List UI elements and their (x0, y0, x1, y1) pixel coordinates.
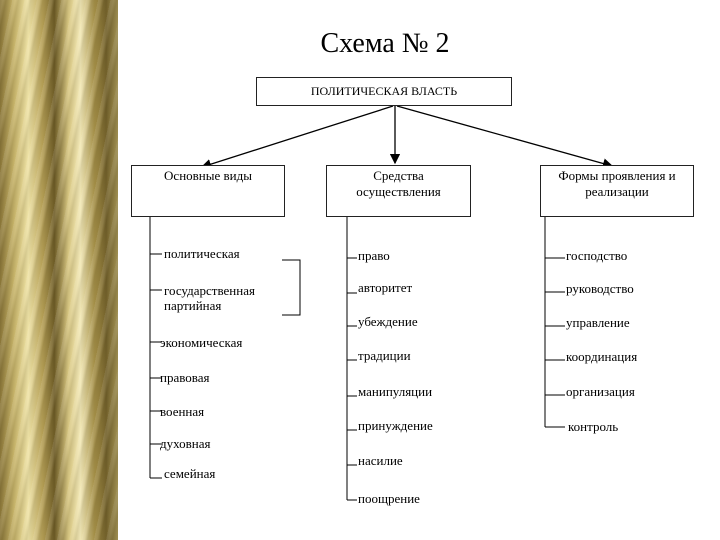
list-item: традиции (358, 348, 411, 363)
middle-column-connectors (347, 216, 357, 500)
list-item: координация (566, 349, 637, 364)
list-item: правовая (160, 370, 210, 385)
column-header-forms: Формы проявления и реализации (540, 165, 694, 217)
list-item: организация (566, 384, 635, 399)
column-header-label: Формы проявления и реализации (558, 168, 675, 199)
list-item: государственная (164, 283, 255, 298)
list-item: авторитет (358, 280, 412, 295)
root-box: ПОЛИТИЧЕСКАЯ ВЛАСТЬ (256, 77, 512, 106)
list-item: право (358, 248, 390, 263)
column-header-means: Средства осуществления (326, 165, 471, 217)
list-item: контроль (568, 419, 618, 434)
arrow-to-basic-types (202, 106, 393, 167)
column-header-basic-types: Основные виды (131, 165, 285, 217)
list-item: военная (160, 404, 204, 419)
list-item: семейная (164, 466, 215, 481)
list-item: манипуляции (358, 384, 432, 399)
list-item: руководство (566, 281, 634, 296)
column-header-label: Основные виды (164, 168, 252, 183)
list-item: экономическая (160, 335, 242, 350)
right-column-connectors (545, 216, 565, 427)
root-label: ПОЛИТИЧЕСКАЯ ВЛАСТЬ (311, 84, 457, 98)
scheme-title: Схема № 2 (270, 28, 500, 60)
list-item: управление (566, 315, 630, 330)
list-item: насилие (358, 453, 403, 468)
column-header-label: Средства осуществления (356, 168, 441, 199)
list-item: господство (566, 248, 627, 263)
arrow-to-forms (397, 106, 612, 166)
list-item: убеждение (358, 314, 418, 329)
list-item: партийная (164, 298, 221, 313)
list-item: принуждение (358, 418, 433, 433)
list-item: духовная (160, 436, 210, 451)
list-item: политическая (164, 246, 240, 261)
list-item: поощрение (358, 491, 420, 506)
